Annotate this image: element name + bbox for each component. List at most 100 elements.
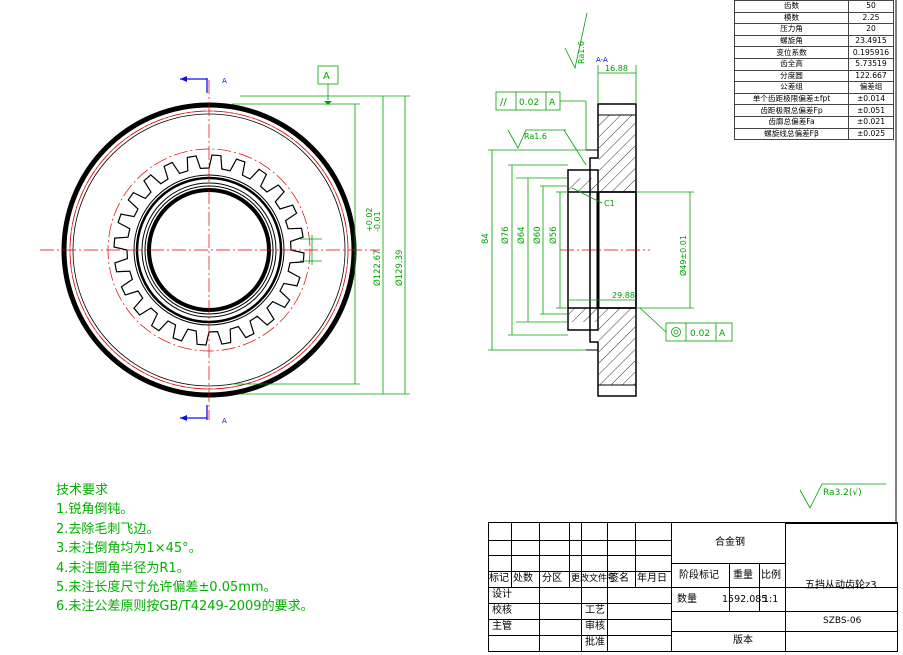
tb-line [729, 563, 730, 611]
tb-label-process: 工艺 [585, 605, 605, 616]
tb-label-mark: 标记 [489, 573, 509, 584]
tb-line [539, 587, 540, 651]
param-name: 螺旋角 [734, 34, 849, 48]
param-name: 压力角 [734, 23, 849, 36]
roughness-leader-2 [563, 129, 587, 166]
param-value: 122.667 [848, 69, 894, 83]
tb-line [489, 540, 671, 541]
arrow-head-top [180, 76, 187, 82]
roughness-general-mark [799, 483, 886, 509]
tb-label-change-no: 更改文件号 [571, 574, 617, 584]
spline-teeth-profile [113, 154, 305, 346]
param-name: 齿廓总偏差Fa [734, 115, 849, 129]
chamfer-leader [571, 187, 603, 204]
gdt-parallel-symbol: // [500, 97, 507, 108]
hub-ring-4 [144, 185, 274, 315]
tb-line [489, 555, 671, 556]
datum-label: A [323, 71, 330, 82]
hub-hatch-bottom [569, 308, 597, 322]
tb-label-supervisor: 主管 [492, 621, 512, 632]
param-name: 变位系数 [734, 46, 849, 59]
tb-drawing-no: SZBS-06 [823, 616, 862, 626]
param-name: 齿数 [734, 0, 849, 13]
roughness-mark-2 [507, 129, 566, 149]
tb-line [539, 523, 540, 587]
tooth-bottom [597, 384, 637, 397]
tech-req-item: 2.去除毛刺飞边。 [56, 521, 160, 537]
param-row: 齿距极限总偏差Fp±0.051 [734, 104, 894, 117]
param-name: 公差组 [734, 81, 849, 94]
dim-76: Ø76 [500, 226, 511, 244]
tb-label-signature: 签名 [609, 573, 629, 584]
hub-hatch-top [569, 178, 597, 192]
tech-req-item: 6.未注公差原则按GB/T4249-2009的要求。 [56, 599, 314, 615]
roughness-2: Ra1.6 [524, 132, 547, 141]
spline-pitch-circle [107, 148, 311, 352]
tb-line [581, 523, 582, 651]
tb-line [671, 611, 897, 612]
tb-line [671, 631, 897, 632]
roughness-1: Ra1.6 [577, 41, 586, 64]
tb-scale-value: 1:1 [763, 594, 779, 605]
dim-64: Ø64 [516, 226, 527, 244]
tb-line [489, 619, 671, 620]
param-value: ±0.021 [848, 115, 894, 129]
hatch-top [599, 115, 635, 192]
section-title: A-A [596, 56, 608, 64]
dim-width: 16.88 [605, 64, 628, 73]
tb-line [607, 523, 608, 651]
param-row: 齿廓总偏差Fa±0.021 [734, 115, 894, 129]
tb-label-approve: 批准 [585, 637, 605, 648]
tb-line [759, 563, 760, 611]
param-value: 50 [848, 0, 894, 13]
tb-label-version: 版本 [733, 635, 753, 646]
param-value: ±0.051 [848, 104, 894, 117]
tb-material: 合金钢 [715, 537, 745, 548]
param-value: 5.73519 [848, 57, 894, 71]
gdt-runout-leader [639, 307, 667, 333]
dim-outer-dia: Ø129.39 [394, 250, 405, 286]
gdt-runout-value: 0.02 [690, 329, 710, 339]
tb-weight-value: 1592.085 [722, 594, 768, 605]
gdt-runout-icon-inner [673, 329, 679, 335]
tb-label-stage-mark: 阶段标记 [679, 570, 719, 581]
tech-req-item: 1.锐角倒钝。 [56, 502, 134, 518]
gdt-runout-icon-outer [671, 327, 681, 337]
tb-label-zone: 分区 [542, 573, 562, 584]
technical-requirements: 技术要求 1.锐角倒钝。 2.去除毛刺飞边。 3.未注倒角均为1×45°。 4.… [56, 481, 314, 617]
param-value: 0.195916 [848, 46, 894, 59]
tb-label-weight: 重量 [733, 570, 753, 581]
general-roughness: Ra3.2(√) [799, 483, 886, 509]
param-value: ±0.025 [848, 127, 894, 141]
tb-line [671, 563, 785, 564]
section-mark-top: A [222, 77, 227, 85]
param-value: 2.25 [848, 11, 894, 25]
tb-label-count: 处数 [513, 573, 533, 584]
param-name: 单个齿距极限偏差±fpt [734, 92, 849, 106]
section-view: A-A 16.88 29.88 84 Ø76 Ø64 [481, 12, 733, 397]
roughness-general: Ra3.2(√) [823, 487, 862, 498]
arrow-head-bottom [180, 415, 187, 421]
param-name: 模数 [734, 11, 849, 25]
gdt-parallel-datum: A [549, 98, 556, 108]
tech-req-item: 4.未注圆角半径为R1。 [56, 560, 190, 576]
tb-line [785, 523, 786, 651]
param-row: 公差组偏差组 [734, 81, 894, 94]
tb-line [511, 523, 512, 587]
title-block: 标记 处数 分区 更改文件号 签名 年月日 设计 校核 工艺 主管 审核 批准 … [488, 522, 898, 652]
gdt-runout-datum: A [719, 329, 726, 339]
chamfer-label: C1 [604, 199, 615, 208]
dim-length: 29.88 [612, 291, 635, 300]
tb-line [671, 587, 785, 588]
param-value: ±0.014 [848, 92, 894, 106]
dim-56: Ø56 [548, 226, 559, 244]
param-name: 分度圆 [734, 69, 849, 83]
tb-label-check: 校核 [492, 605, 512, 616]
tech-req-item: 5.未注长度尺寸允许偏差±0.05mm。 [56, 580, 277, 596]
